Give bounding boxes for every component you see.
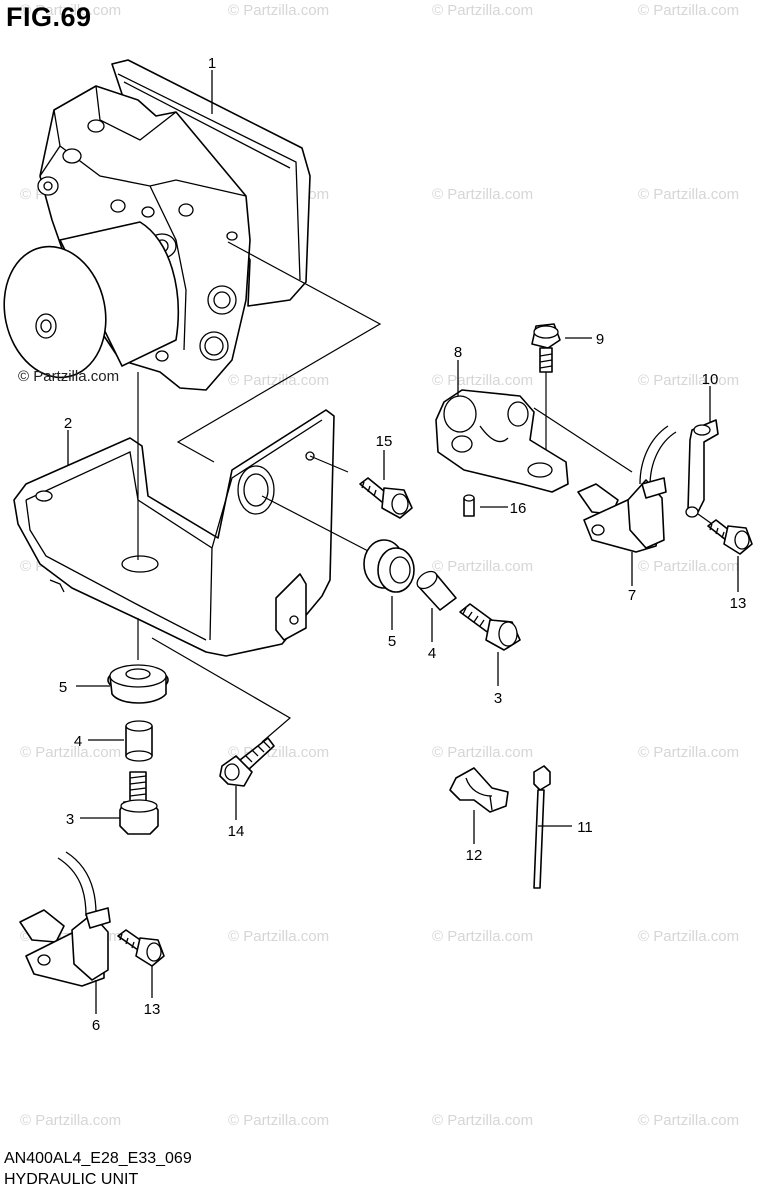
callout-14: 14 xyxy=(228,823,245,840)
callout-16: 16 xyxy=(510,500,527,517)
section-name: HYDRAULIC UNIT xyxy=(4,1171,139,1188)
callout-12: 12 xyxy=(466,847,483,864)
guide-line xyxy=(697,513,713,525)
callout-3: 3 xyxy=(494,690,502,707)
callout-13: 13 xyxy=(730,595,747,612)
part-15-bolt[interactable] xyxy=(359,477,413,519)
part-13-bolt[interactable] xyxy=(707,519,753,555)
part-1-hydraulic-unit[interactable] xyxy=(0,59,311,391)
watermark: © Partzilla.com xyxy=(228,928,330,945)
part-12-clip[interactable] xyxy=(449,767,509,813)
watermark: © Partzilla.com xyxy=(20,1112,122,1129)
watermark: © Partzilla.com xyxy=(432,558,534,575)
part-3-bolt[interactable] xyxy=(459,603,521,651)
watermark: © Partzilla.com xyxy=(20,2,122,19)
part-4-collar[interactable] xyxy=(414,568,457,611)
guide-line xyxy=(176,241,382,463)
watermark: © Partzilla.com xyxy=(432,186,534,203)
callout-labels: 1 2 3 4 5 6 7 8 9 10 11 12 13 14 15 16 5… xyxy=(59,55,747,1034)
guide-line xyxy=(261,495,371,553)
callout-5: 5 xyxy=(388,633,396,650)
part-9-bolt[interactable] xyxy=(531,323,561,373)
part-13-bolt-left[interactable] xyxy=(117,929,165,967)
part-5-grommet-left[interactable] xyxy=(107,664,169,704)
callout-4-left: 4 xyxy=(74,733,82,750)
callout-13-left: 13 xyxy=(144,1001,161,1018)
watermark: © Partzilla.com xyxy=(20,744,122,761)
part-5-grommet[interactable] xyxy=(363,539,415,593)
callout-2: 2 xyxy=(64,415,72,432)
watermark: © Partzilla.com xyxy=(432,372,534,389)
callout-9: 9 xyxy=(596,331,604,348)
watermark: © Partzilla.com xyxy=(228,1112,330,1129)
watermark: © Partzilla.com xyxy=(638,372,740,389)
part-2-bracket[interactable] xyxy=(13,409,335,657)
watermark: © Partzilla.com xyxy=(432,928,534,945)
watermark: © Partzilla.com xyxy=(638,558,740,575)
part-14-bolt[interactable] xyxy=(219,737,275,787)
watermark: © Partzilla.com xyxy=(432,2,534,19)
part-16-dowel-pin[interactable] xyxy=(463,494,475,517)
part-7-speed-sensor[interactable] xyxy=(577,425,677,553)
watermark: © Partzilla.com xyxy=(638,2,740,19)
guide-line xyxy=(533,407,633,473)
watermark: © Partzilla.com xyxy=(228,372,330,389)
callout-1: 1 xyxy=(208,55,216,72)
guide-line xyxy=(309,455,349,473)
watermark: © Partzilla.com xyxy=(638,1112,740,1129)
watermark-dark: © Partzilla.com xyxy=(18,368,120,385)
callout-3-left: 3 xyxy=(66,811,74,828)
part-11-cable-tie[interactable] xyxy=(533,765,551,889)
callout-10: 10 xyxy=(702,371,719,388)
watermark: © Partzilla.com xyxy=(228,2,330,19)
part-6-speed-sensor[interactable] xyxy=(19,851,111,987)
callout-7: 7 xyxy=(628,587,636,604)
watermark: © Partzilla.com xyxy=(638,744,740,761)
callout-6: 6 xyxy=(92,1017,100,1034)
callout-5-left: 5 xyxy=(59,679,67,696)
part-10-clamp[interactable] xyxy=(685,419,719,518)
watermark: © Partzilla.com xyxy=(432,1112,534,1129)
watermark: © Partzilla.com xyxy=(432,744,534,761)
callout-15: 15 xyxy=(376,433,393,450)
leader-lines xyxy=(67,70,739,1014)
callout-11: 11 xyxy=(577,819,593,836)
part-8-sensor-bracket[interactable] xyxy=(435,389,569,493)
part-3-bolt-left[interactable] xyxy=(119,771,159,835)
watermark: © Partzilla.com xyxy=(638,928,740,945)
part-4-collar-left[interactable] xyxy=(125,720,153,762)
model-code: AN400AL4_E28_E33_069 xyxy=(4,1150,192,1167)
callout-8: 8 xyxy=(454,344,462,361)
guide-line xyxy=(151,637,292,743)
figure-title: FIG.69 xyxy=(6,2,92,32)
watermark: © Partzilla.com xyxy=(638,186,740,203)
callout-4: 4 xyxy=(428,645,436,662)
